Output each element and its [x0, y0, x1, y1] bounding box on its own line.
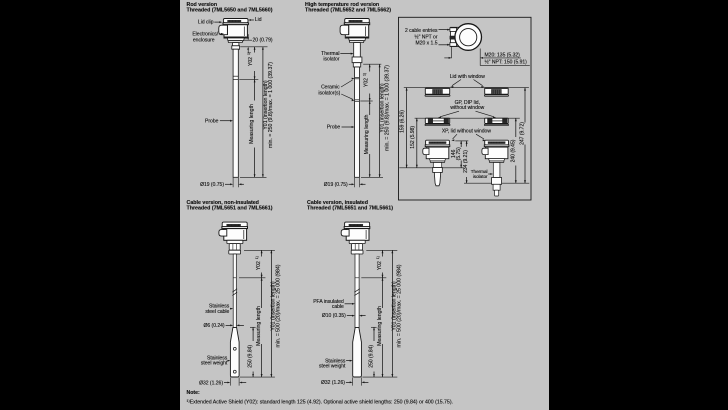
svg-text:enclosure: enclosure: [193, 37, 215, 43]
svg-text:Cable version, insulated: Cable version, insulated: [307, 200, 368, 206]
svg-text:Y02: Y02: [248, 57, 254, 66]
svg-text:Y02: Y02: [364, 78, 370, 87]
svg-text:cable: cable: [332, 304, 344, 310]
svg-text:Ceramic: Ceramic: [321, 85, 340, 91]
svg-text:Ø32 (1.26): Ø32 (1.26): [199, 380, 223, 386]
svg-text:Ø19 (0.75): Ø19 (0.75): [324, 182, 348, 188]
svg-text:min. = 250 (9.8)/max. = 1 000: min. = 250 (9.8)/max. = 1 000 (39.37): [268, 62, 274, 148]
svg-text:250 (9.84): 250 (9.84): [248, 345, 254, 368]
svg-text:steel cable: steel cable: [205, 309, 229, 315]
svg-text:Ø19 (0.75): Ø19 (0.75): [200, 182, 224, 188]
svg-text:½" NPT or: ½" NPT or: [414, 34, 437, 41]
svg-text:Y01 (insertion length): Y01 (insertion length): [271, 281, 277, 331]
svg-text:146: 146: [451, 149, 457, 158]
svg-text:Probe: Probe: [205, 118, 219, 124]
svg-text:Y01 (insertion length): Y01 (insertion length): [392, 281, 398, 331]
svg-text:Measuring length: Measuring length: [249, 104, 255, 144]
svg-text:steel weight: steel weight: [201, 361, 228, 367]
svg-text:Ø32 (1.26): Ø32 (1.26): [321, 380, 345, 386]
svg-text:1): 1): [363, 73, 367, 76]
svg-text:152 (5.98): 152 (5.98): [410, 126, 416, 149]
svg-text:234 (9.21): 234 (9.21): [463, 150, 469, 173]
svg-text:Lid with window: Lid with window: [450, 74, 485, 80]
svg-text:Cable version, non-insulated: Cable version, non-insulated: [187, 200, 259, 206]
svg-text:Y02: Y02: [377, 261, 383, 270]
svg-text:min. = 250 (9.8)/max. = 1 000: min. = 250 (9.8)/max. = 1 000 (39.37): [384, 65, 390, 151]
svg-text:Threaded (7ML5650 and 7ML5660): Threaded (7ML5650 and 7ML5660): [187, 8, 273, 14]
svg-text:Stainless: Stainless: [207, 355, 228, 361]
svg-text:1)Extended Active Shield (Y02): 1)Extended Active Shield (Y02): standard…: [187, 399, 454, 405]
svg-text:1): 1): [376, 256, 380, 259]
svg-text:1): 1): [255, 256, 259, 259]
svg-text:Ø10 (0.35): Ø10 (0.35): [322, 313, 346, 319]
svg-text:Y02: Y02: [256, 261, 262, 270]
svg-text:PFA insulated: PFA insulated: [313, 299, 344, 305]
svg-text:247 (9.72): 247 (9.72): [520, 122, 526, 145]
svg-text:Ø6 (0.24): Ø6 (0.24): [203, 323, 224, 329]
svg-text:250 (9.84): 250 (9.84): [369, 345, 375, 368]
svg-text:without window: without window: [450, 105, 484, 111]
svg-text:isolator: isolator: [473, 174, 488, 179]
svg-text:Probe: Probe: [327, 125, 341, 131]
svg-text:20 (0.79): 20 (0.79): [253, 38, 273, 44]
svg-text:Thermal: Thermal: [471, 169, 488, 174]
svg-text:240 (9.45): 240 (9.45): [510, 139, 516, 162]
svg-text:GP, DIP lid,: GP, DIP lid,: [455, 100, 480, 106]
svg-text:Electronics/: Electronics/: [192, 32, 218, 38]
svg-text:isolator(s): isolator(s): [318, 91, 340, 97]
svg-text:Y01 (insertion length): Y01 (insertion length): [379, 83, 385, 133]
svg-text:isolator: isolator: [323, 56, 339, 62]
svg-text:Measuring length: Measuring length: [364, 114, 370, 154]
svg-text:min. = 500 (20)/max. = 25 000: min. = 500 (20)/max. = 25 000 (984): [397, 264, 403, 347]
svg-text:M20 x 1.5: M20 x 1.5: [416, 41, 438, 47]
svg-text:Measuring length: Measuring length: [256, 306, 262, 346]
svg-text:159 (6.26): 159 (6.26): [400, 110, 406, 133]
svg-text:Threaded (7ML5651 and 7ML5661): Threaded (7ML5651 and 7ML5661): [307, 206, 393, 212]
svg-text:High temperature rod version: High temperature rod version: [305, 2, 379, 8]
svg-text:Measuring length: Measuring length: [377, 306, 383, 346]
svg-text:1): 1): [247, 52, 251, 55]
svg-text:XP, lid without window: XP, lid without window: [442, 129, 491, 135]
svg-text:M20: 135 (5.32): M20: 135 (5.32): [485, 52, 521, 58]
svg-text:min. = 500 (20)/max. = 25 000: min. = 500 (20)/max. = 25 000 (984): [276, 264, 282, 347]
svg-text:Lid clip: Lid clip: [198, 19, 214, 25]
svg-text:Thermal: Thermal: [321, 51, 339, 57]
svg-text:Stainless: Stainless: [209, 304, 230, 310]
svg-text:½" NPT: 150 (5.91): ½" NPT: 150 (5.91): [485, 59, 528, 66]
svg-text:Rod version: Rod version: [187, 2, 218, 8]
svg-text:Threaded (7ML5652 and 7ML5662): Threaded (7ML5652 and 7ML5662): [305, 8, 391, 14]
svg-text:steel weight: steel weight: [319, 364, 346, 370]
svg-text:Y01 (insertion length): Y01 (insertion length): [263, 80, 269, 130]
svg-text:Stainless: Stainless: [325, 358, 346, 364]
svg-text:2 cable entries: 2 cable entries: [405, 28, 438, 34]
svg-text:(5.75): (5.75): [456, 147, 462, 160]
svg-text:Note:: Note:: [187, 390, 201, 396]
svg-text:Threaded (7ML5651 and 7ML5661): Threaded (7ML5651 and 7ML5661): [187, 206, 273, 212]
svg-text:Lid: Lid: [255, 17, 262, 23]
